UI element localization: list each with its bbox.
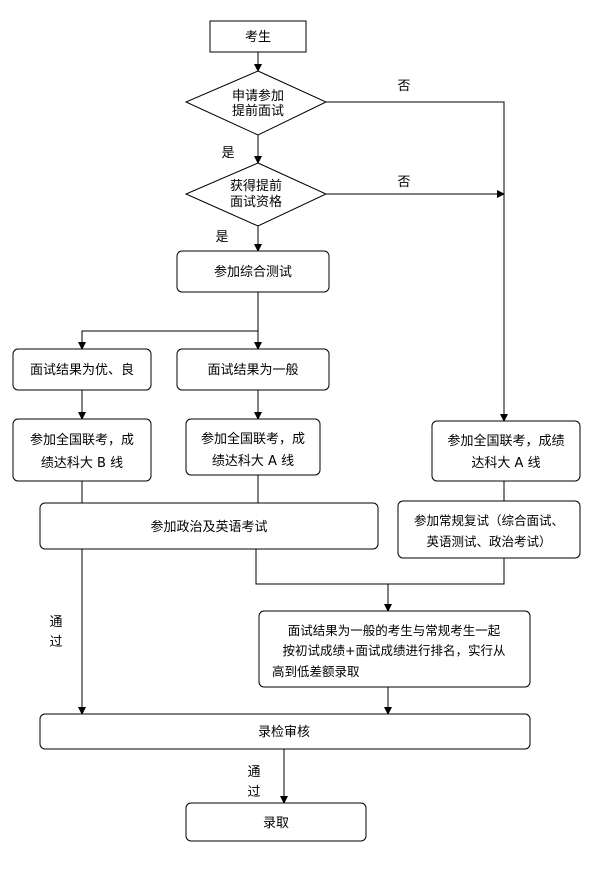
node-ranking-line1: 面试结果为一般的考生与常规考生一起 [288, 623, 501, 638]
node-exam-b-line2: 绩达科大 B 线 [41, 456, 123, 471]
node-get-qualified-line2: 面试资格 [230, 194, 282, 210]
edge-label-yes-2: 是 [215, 230, 228, 245]
node-exam-b-line1: 参加全国联考，成 [30, 432, 134, 448]
node-politics-english: 参加政治及英语考试 [39, 502, 379, 550]
node-candidate-label: 考生 [245, 30, 271, 45]
node-review-label: 录检审核 [258, 725, 310, 740]
node-result-average-label: 面试结果为一般 [207, 362, 298, 378]
node-result-average: 面试结果为一般 [176, 348, 330, 391]
node-admit-label: 录取 [263, 816, 289, 831]
edge-label-pass-2-a: 通 [247, 765, 260, 780]
node-apply-early-line2: 提前面试 [232, 103, 284, 119]
node-exam-a-right-line2: 达科大 A 线 [471, 456, 540, 471]
node-exam-a-right-line1: 参加全国联考，成绩 [447, 433, 564, 449]
node-ranking-line3: 高到低差额录取 [272, 664, 360, 679]
node-apply-early-line1: 申请参加 [232, 88, 284, 104]
node-comprehensive-test-label: 参加综合测试 [214, 264, 292, 280]
node-ranking: 面试结果为一般的考生与常规考生一起 按初试成绩+面试成绩进行排名，实行从 高到低… [258, 610, 531, 688]
node-result-good: 面试结果为优、良 [12, 348, 152, 391]
edge-label-no-2: 否 [397, 175, 410, 190]
edge-label-pass-2-b: 过 [247, 785, 260, 800]
edge-label-pass-1-b: 过 [49, 635, 62, 650]
node-comprehensive-test: 参加综合测试 [176, 250, 330, 293]
node-politics-english-label: 参加政治及英语考试 [150, 519, 267, 535]
node-ranking-line2: 按初试成绩+面试成绩进行排名，实行从 [283, 643, 506, 658]
node-exam-b-line: 参加全国联考，成 绩达科大 B 线 [12, 418, 152, 482]
node-regular-retest-line1: 参加常规复试（综合面试、 [414, 513, 564, 528]
node-regular-retest-line2: 英语测试、政治考试） [426, 534, 551, 549]
node-regular-retest: 参加常规复试（综合面试、 英语测试、政治考试） [397, 500, 581, 559]
edge-label-pass-1-a: 通 [49, 615, 62, 630]
node-exam-a-mid-line2: 绩达科大 A 线 [212, 454, 294, 469]
node-candidate: 考生 [209, 20, 307, 53]
node-result-good-label: 面试结果为优、良 [30, 362, 134, 378]
node-apply-early-decision: 申请参加 提前面试 [184, 70, 328, 136]
edge-label-yes-1: 是 [221, 146, 234, 161]
node-exam-a-line-right: 参加全国联考，成绩 达科大 A 线 [431, 420, 581, 482]
node-get-qualified-line1: 获得提前 [230, 178, 282, 194]
node-admit: 录取 [185, 802, 367, 842]
node-review: 录检审核 [39, 713, 531, 750]
connectors [78, 52, 508, 804]
node-exam-a-mid-line1: 参加全国联考，成 [201, 431, 305, 447]
node-get-qualified-decision: 获得提前 面试资格 [184, 162, 328, 227]
node-exam-a-line-middle: 参加全国联考，成 绩达科大 A 线 [185, 418, 321, 476]
edge-labels: 否 是 否 是 通 过 通 过 [49, 79, 410, 800]
edge-label-no-1: 否 [397, 79, 410, 94]
